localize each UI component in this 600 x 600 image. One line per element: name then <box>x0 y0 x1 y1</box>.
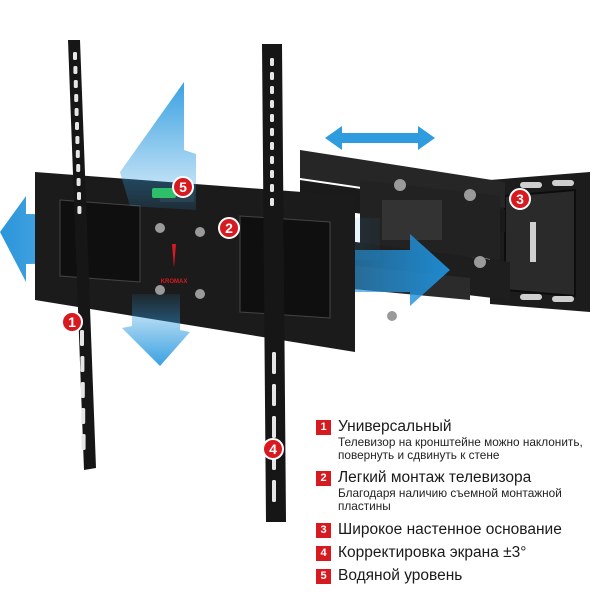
svg-text:1: 1 <box>68 314 76 330</box>
feature-item-2: 2 Легкий монтаж телевизора Благодаря нал… <box>316 468 600 513</box>
rail-slot <box>270 142 274 150</box>
callout-badges: 1 2 3 4 5 <box>61 176 531 460</box>
rail-slot <box>270 72 274 80</box>
rail-slot <box>270 86 274 94</box>
rail-slot <box>77 206 82 214</box>
rail-slot <box>75 122 79 130</box>
feature-title: Водяной уровень <box>338 567 463 584</box>
callout-4: 4 <box>262 438 284 460</box>
callout-5: 5 <box>172 176 194 198</box>
callout-3: 3 <box>509 188 531 210</box>
feature-item-1: 1 Универсальный Телевизор на кронштейне … <box>316 417 600 462</box>
rail-slot <box>272 480 276 502</box>
rail-slot <box>270 156 274 164</box>
rail-slot <box>75 136 80 144</box>
rail-slot <box>76 164 81 172</box>
feature-subtitle: Благодаря наличию съемной монтажной плас… <box>338 486 562 513</box>
rail-slot <box>77 192 81 200</box>
svg-text:2: 2 <box>225 220 233 236</box>
feature-number-badge: 1 <box>316 420 331 435</box>
rail-slot <box>270 170 274 178</box>
feature-title: Широкое настенное основание <box>338 521 562 538</box>
rail-slot <box>272 352 276 374</box>
feature-title: Легкий монтаж телевизора <box>338 469 532 486</box>
rail-slot <box>73 52 77 60</box>
lateral-shift-arrow <box>325 126 435 150</box>
rail-holes <box>73 52 276 502</box>
rail-slot <box>73 66 78 74</box>
rail-slot <box>74 94 79 102</box>
feature-number-badge: 3 <box>316 523 331 538</box>
svg-text:5: 5 <box>179 179 187 195</box>
feature-subtitle: Телевизор на кронштейне можно наклонить,… <box>338 435 583 462</box>
svg-text:3: 3 <box>516 191 524 207</box>
feature-list: 1 Универсальный Телевизор на кронштейне … <box>316 417 600 585</box>
feature-number-badge: 2 <box>316 471 331 486</box>
callout-2: 2 <box>218 217 240 239</box>
feature-item-3: 3 Широкое настенное основание <box>316 520 600 539</box>
rail-slot <box>81 434 86 450</box>
tilt-down-arrow <box>122 294 190 366</box>
feature-title: Корректировка экрана ±3° <box>338 544 527 561</box>
rail-slot <box>73 80 78 88</box>
feature-item-5: 5 Водяной уровень <box>316 566 600 585</box>
rail-slot <box>272 384 276 406</box>
rail-slot <box>270 128 274 136</box>
feature-item-4: 4 Корректировка экрана ±3° <box>316 543 600 562</box>
rail-slot <box>272 416 276 438</box>
rail-slot <box>80 382 85 398</box>
rail-slot <box>270 114 274 122</box>
feature-title: Универсальный <box>338 418 452 435</box>
rail-slot <box>74 108 79 116</box>
feature-number-badge: 5 <box>316 569 331 584</box>
rail-slot <box>80 356 85 372</box>
rail-slot <box>76 178 81 186</box>
brand-mark: KROMAX <box>161 279 188 285</box>
rail-slot <box>270 184 274 192</box>
callout-1: 1 <box>61 311 83 333</box>
svg-text:4: 4 <box>269 441 277 457</box>
feature-number-badge: 4 <box>316 546 331 561</box>
rail-slot <box>75 150 80 158</box>
rail-slot <box>80 330 84 346</box>
rail-slot <box>270 100 274 108</box>
rail-slot <box>81 408 86 424</box>
vertical-rails <box>68 40 286 522</box>
rail-slot <box>270 58 274 66</box>
rail-slot <box>270 198 274 206</box>
